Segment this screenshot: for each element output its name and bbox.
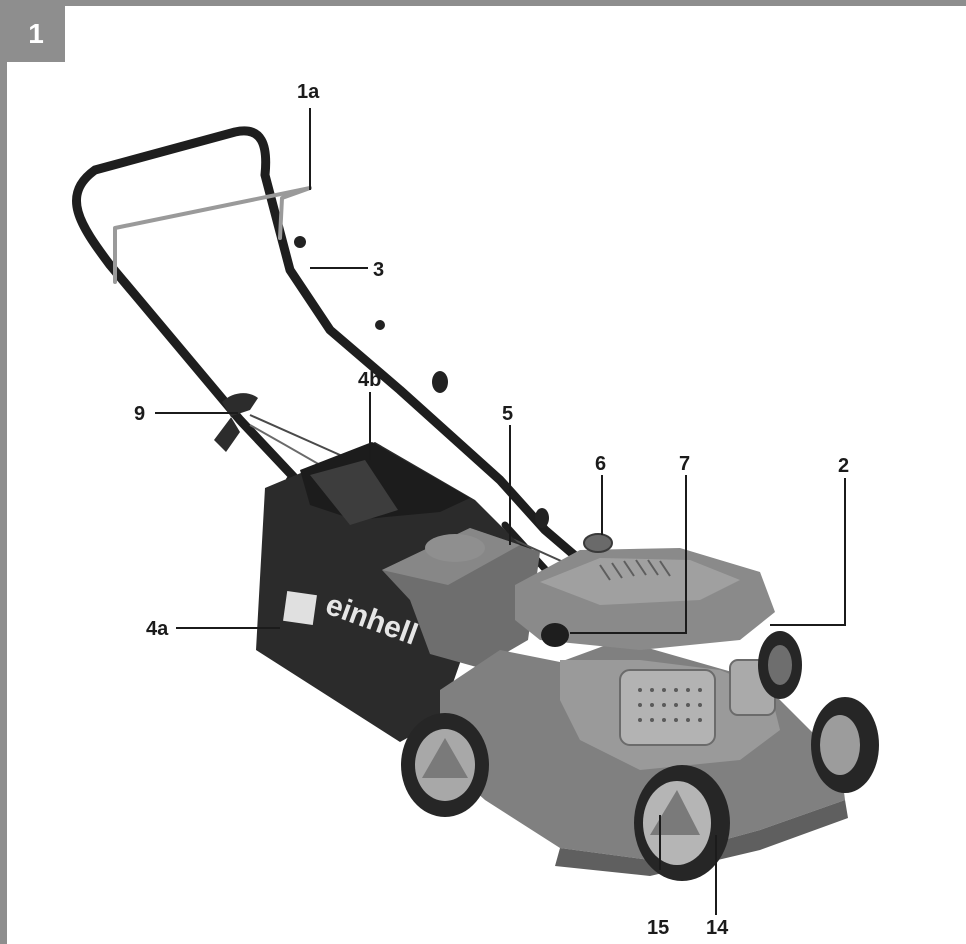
front-right-wheel (811, 697, 879, 793)
muffler (619, 669, 716, 746)
bag-handle-grip (310, 460, 398, 525)
engine-vents (599, 559, 671, 581)
callout-5: 5 (502, 403, 514, 425)
callout-15: 15 (647, 917, 670, 939)
brake-bar (113, 186, 312, 284)
handle-bar-left (72, 126, 585, 665)
catcher-hump (425, 534, 485, 562)
callout-4b: 4b (358, 369, 382, 391)
callout-3: 3 (373, 259, 385, 281)
handle-knob (294, 236, 306, 248)
starter-cord-grip (541, 623, 569, 647)
fuel-cap (583, 533, 613, 553)
rear-right-wheel (758, 631, 802, 699)
callout-7: 7 (679, 453, 691, 475)
handle-knob (535, 508, 549, 528)
handle-knob (375, 320, 385, 330)
leader-7 (570, 475, 687, 634)
rear-left-wheel (401, 713, 489, 817)
handle-knob (432, 371, 448, 393)
callout-6: 6 (595, 453, 607, 475)
callout-1a: 1a (297, 81, 320, 103)
grass-catcher-bag (256, 442, 520, 742)
leader-lines (155, 108, 846, 915)
brand-logo-mark (283, 591, 317, 625)
leader-2 (770, 478, 846, 626)
callout-2: 2 (838, 455, 850, 477)
callout-4a: 4a (146, 618, 169, 640)
callout-9: 9 (134, 403, 146, 425)
callout-14: 14 (706, 917, 729, 939)
throttle-lever (214, 393, 258, 452)
engine-cover-top (540, 558, 740, 605)
muffler-holes (638, 688, 702, 722)
figure-number-badge: 1 (7, 6, 65, 62)
